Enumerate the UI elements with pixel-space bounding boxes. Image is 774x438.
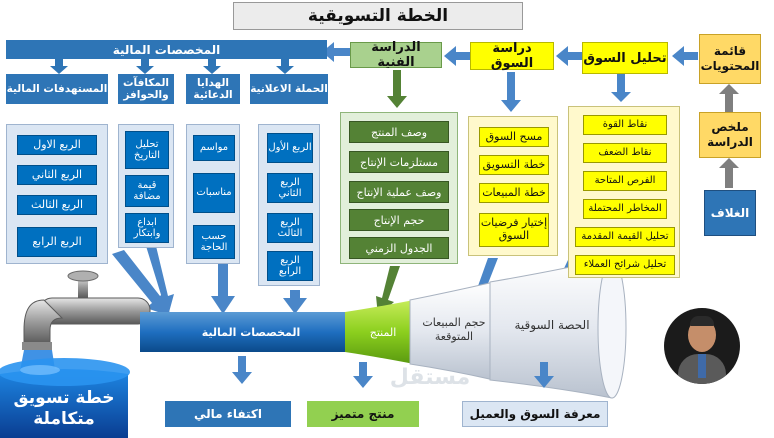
list-item: نقاط القوة bbox=[583, 115, 667, 135]
output-financial: اكتفاء مالي bbox=[165, 401, 291, 427]
list-item: مناسبات bbox=[193, 173, 235, 213]
gifts-header: الهدايا الدعائية bbox=[186, 74, 240, 104]
list-item: مسح السوق bbox=[479, 127, 549, 147]
list-item: المخاطر المحتملة bbox=[583, 199, 667, 219]
targets-header: المستهدفات المالية bbox=[6, 74, 108, 104]
list-item: قيمة مضافة bbox=[125, 175, 169, 207]
market-analysis-header: تحليل السوق bbox=[582, 42, 668, 74]
feed-arrows bbox=[112, 246, 307, 316]
pipe-blue bbox=[140, 312, 350, 352]
arrow-market-down bbox=[501, 72, 521, 112]
list-item: الجدول الزمني bbox=[349, 237, 449, 259]
campaign-panel: الربع الأول الربع الثاني الربع الثالث ال… bbox=[258, 124, 320, 286]
out-arrow-product bbox=[353, 362, 373, 388]
list-item: الربع الاول bbox=[17, 135, 97, 155]
arrow-technical-down bbox=[387, 70, 407, 108]
list-item: الفرص المتاحة bbox=[583, 171, 667, 191]
campaign-header: الحملة الاعلانية bbox=[250, 74, 328, 104]
contents-box: قائمة المحتويات bbox=[699, 34, 761, 84]
financial-allocations-header: المخصصات المالية bbox=[6, 40, 327, 59]
avatar-hair bbox=[690, 316, 714, 326]
header-arrows bbox=[322, 42, 698, 66]
tank-label: خطة تسويق متكاملة bbox=[13, 387, 115, 429]
out-arrow-market bbox=[534, 362, 554, 388]
list-item: الربع الثاني bbox=[267, 173, 313, 203]
list-item: الربع الأول bbox=[267, 133, 313, 163]
list-item: تحليل التاريخ bbox=[125, 131, 169, 169]
output-product: منتج متميز bbox=[307, 401, 419, 427]
list-item: وصف المنتج bbox=[349, 121, 449, 143]
pipe-green bbox=[345, 300, 414, 364]
feed-arrow-technical bbox=[376, 266, 400, 316]
list-item: مستلزمات الإنتاج bbox=[349, 151, 449, 173]
list-item: الربع الرابع bbox=[267, 251, 313, 281]
list-item: الربع الثاني bbox=[17, 165, 97, 185]
avatar-tie bbox=[698, 354, 706, 378]
rewards-panel: تحليل التاريخ قيمة مضافة ابداع وابتكار bbox=[118, 124, 174, 248]
list-item: نقاط الضعف bbox=[583, 143, 667, 163]
summary-box: ملخص الدراسة bbox=[699, 112, 761, 158]
list-item: إختيار فرضيات السوق bbox=[479, 213, 549, 247]
list-item: خطة المبيعات bbox=[479, 183, 549, 203]
market-study-panel: مسح السوق خطة التسويق خطة المبيعات إختيا… bbox=[468, 116, 558, 256]
financial-sub-arrows bbox=[50, 59, 294, 74]
arrow-market-to-technical bbox=[444, 46, 470, 66]
targets-panel: الربع الاول الربع الثاني الربع الثالث ال… bbox=[6, 124, 108, 264]
list-item: الربع الثالث bbox=[267, 213, 313, 243]
out-arrow-financial bbox=[232, 356, 252, 384]
arrow-technical-to-financial bbox=[322, 42, 350, 62]
arrow-summary-to-contents bbox=[719, 84, 739, 112]
cover-box: الغلاف bbox=[704, 190, 756, 236]
page-title: الخطة التسويقية bbox=[233, 2, 523, 30]
list-item: مواسم bbox=[193, 135, 235, 161]
arrow-cover-to-summary bbox=[719, 158, 739, 188]
arrow-analysis-to-market bbox=[556, 46, 582, 66]
avatar bbox=[664, 308, 740, 384]
watermark: مستقل bbox=[389, 364, 471, 390]
gifts-panel: مواسم مناسبات حسب الحاجة bbox=[186, 124, 240, 264]
list-item: حجم الإنتاج bbox=[349, 209, 449, 231]
tank bbox=[0, 358, 130, 438]
list-item: الربع الثالث bbox=[17, 195, 97, 215]
list-item: تحليل شرائح العملاء bbox=[575, 255, 675, 275]
technical-study-header: الدراسة الفنية bbox=[350, 40, 442, 70]
output-market: معرفة السوق والعميل bbox=[462, 401, 608, 427]
technical-panel: وصف المنتج مستلزمات الإنتاج وصف عملية ال… bbox=[340, 112, 458, 264]
market-analysis-panel: نقاط القوة نقاط الضعف الفرص المتاحة المخ… bbox=[568, 106, 680, 278]
list-item: خطة التسويق bbox=[479, 155, 549, 175]
faucet bbox=[22, 270, 151, 350]
arrow-analysis-down bbox=[611, 74, 631, 102]
rewards-header: المكافآت والحوافز bbox=[118, 74, 174, 104]
pipe-expected-sales-label: حجم المبيعات المتوقعة bbox=[422, 315, 486, 343]
pipe-market-share-label: الحصة السوقية bbox=[514, 318, 590, 332]
list-item: تحليل القيمة المقدمة bbox=[575, 227, 675, 247]
list-item: ابداع وابتكار bbox=[125, 213, 169, 243]
arrow-contents-to-analysis bbox=[672, 46, 698, 66]
market-study-header: دراسة السوق bbox=[470, 41, 554, 71]
list-item: حسب الحاجة bbox=[193, 225, 235, 259]
list-item: الربع الرابع bbox=[17, 227, 97, 257]
pipe-product-label: المنتج bbox=[369, 325, 397, 339]
list-item: وصف عملية الإنتاج bbox=[349, 181, 449, 203]
pipe-allocations-label: المخصصات المالية bbox=[201, 325, 301, 339]
